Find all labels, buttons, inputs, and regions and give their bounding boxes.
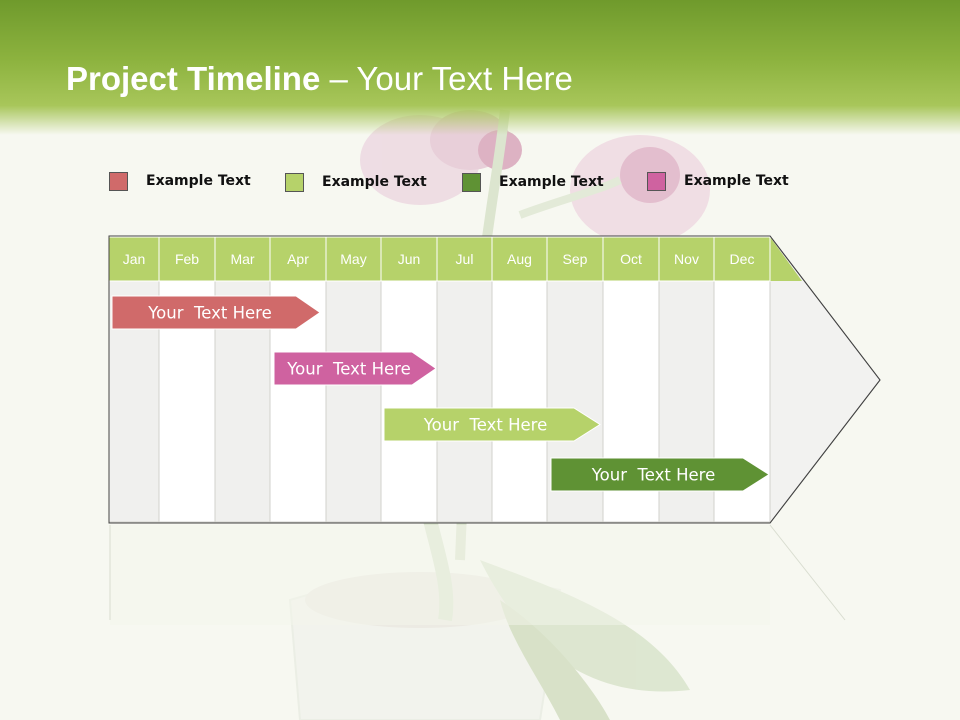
legend-item-4: Example Text — [647, 170, 789, 192]
legend-item-3: Example Text — [462, 171, 604, 193]
task-bar-1: Your Text Here — [111, 295, 321, 330]
month-label-jul: Jul — [456, 251, 474, 267]
task-bar-3: Your Text Here — [383, 407, 601, 442]
slide-title: Project Timeline – Your Text Here — [66, 60, 573, 98]
legend-item-1: Example Text — [109, 170, 251, 192]
task-bar-shape — [383, 407, 601, 442]
month-header-cell — [380, 236, 438, 282]
legend-swatch-1 — [109, 171, 128, 191]
task-bar-label: Your Text Here — [591, 466, 715, 485]
title-bold: Project Timeline — [66, 60, 321, 97]
legend-label-3: Example Text — [499, 174, 604, 190]
month-label-nov: Nov — [674, 251, 699, 267]
month-header-cell — [108, 236, 160, 282]
month-label-jun: Jun — [398, 251, 421, 267]
month-label-oct: Oct — [620, 251, 642, 267]
month-label-jan: Jan — [123, 251, 146, 267]
month-label-dec: Dec — [730, 251, 755, 267]
month-column-jun — [380, 280, 438, 523]
month-header-cell — [325, 236, 382, 282]
month-header-cell — [546, 236, 604, 282]
task-bar-label: Your Text Here — [286, 360, 410, 379]
month-header-cell — [658, 236, 715, 282]
task-bar-label: Your Text Here — [423, 416, 547, 435]
header-band — [0, 0, 960, 135]
task-bar-shape — [273, 351, 437, 386]
month-header-cell — [436, 236, 493, 282]
month-header-cell — [713, 236, 771, 282]
month-label-sep: Sep — [563, 251, 588, 267]
month-column-may — [325, 280, 382, 523]
title-rest: – Your Text Here — [320, 60, 573, 97]
task-bar-label: Your Text Here — [147, 304, 271, 323]
legend-label-1: Example Text — [146, 173, 251, 189]
task-bar-4: Your Text Here — [550, 457, 770, 492]
timeline-header-tip — [770, 237, 802, 281]
legend-label-2: Example Text — [322, 174, 427, 190]
legend-item-2: Example Text — [285, 171, 427, 193]
task-bar-2: Your Text Here — [273, 351, 437, 386]
month-label-feb: Feb — [175, 251, 199, 267]
month-header-cell — [269, 236, 327, 282]
legend-swatch-3 — [462, 172, 481, 192]
month-label-mar: Mar — [230, 251, 254, 267]
month-column-aug — [491, 280, 548, 523]
legend-label-4: Example Text — [684, 173, 789, 189]
month-header-cell — [491, 236, 548, 282]
task-bar-shape — [111, 295, 321, 330]
month-column-jul — [436, 280, 493, 523]
legend-swatch-2 — [285, 172, 304, 192]
legend-swatch-4 — [647, 171, 666, 191]
month-label-aug: Aug — [507, 251, 532, 267]
task-bar-shape — [550, 457, 770, 492]
month-header-cell — [214, 236, 271, 282]
month-header-cell — [158, 236, 216, 282]
month-label-may: May — [340, 251, 366, 267]
month-label-apr: Apr — [287, 251, 309, 267]
